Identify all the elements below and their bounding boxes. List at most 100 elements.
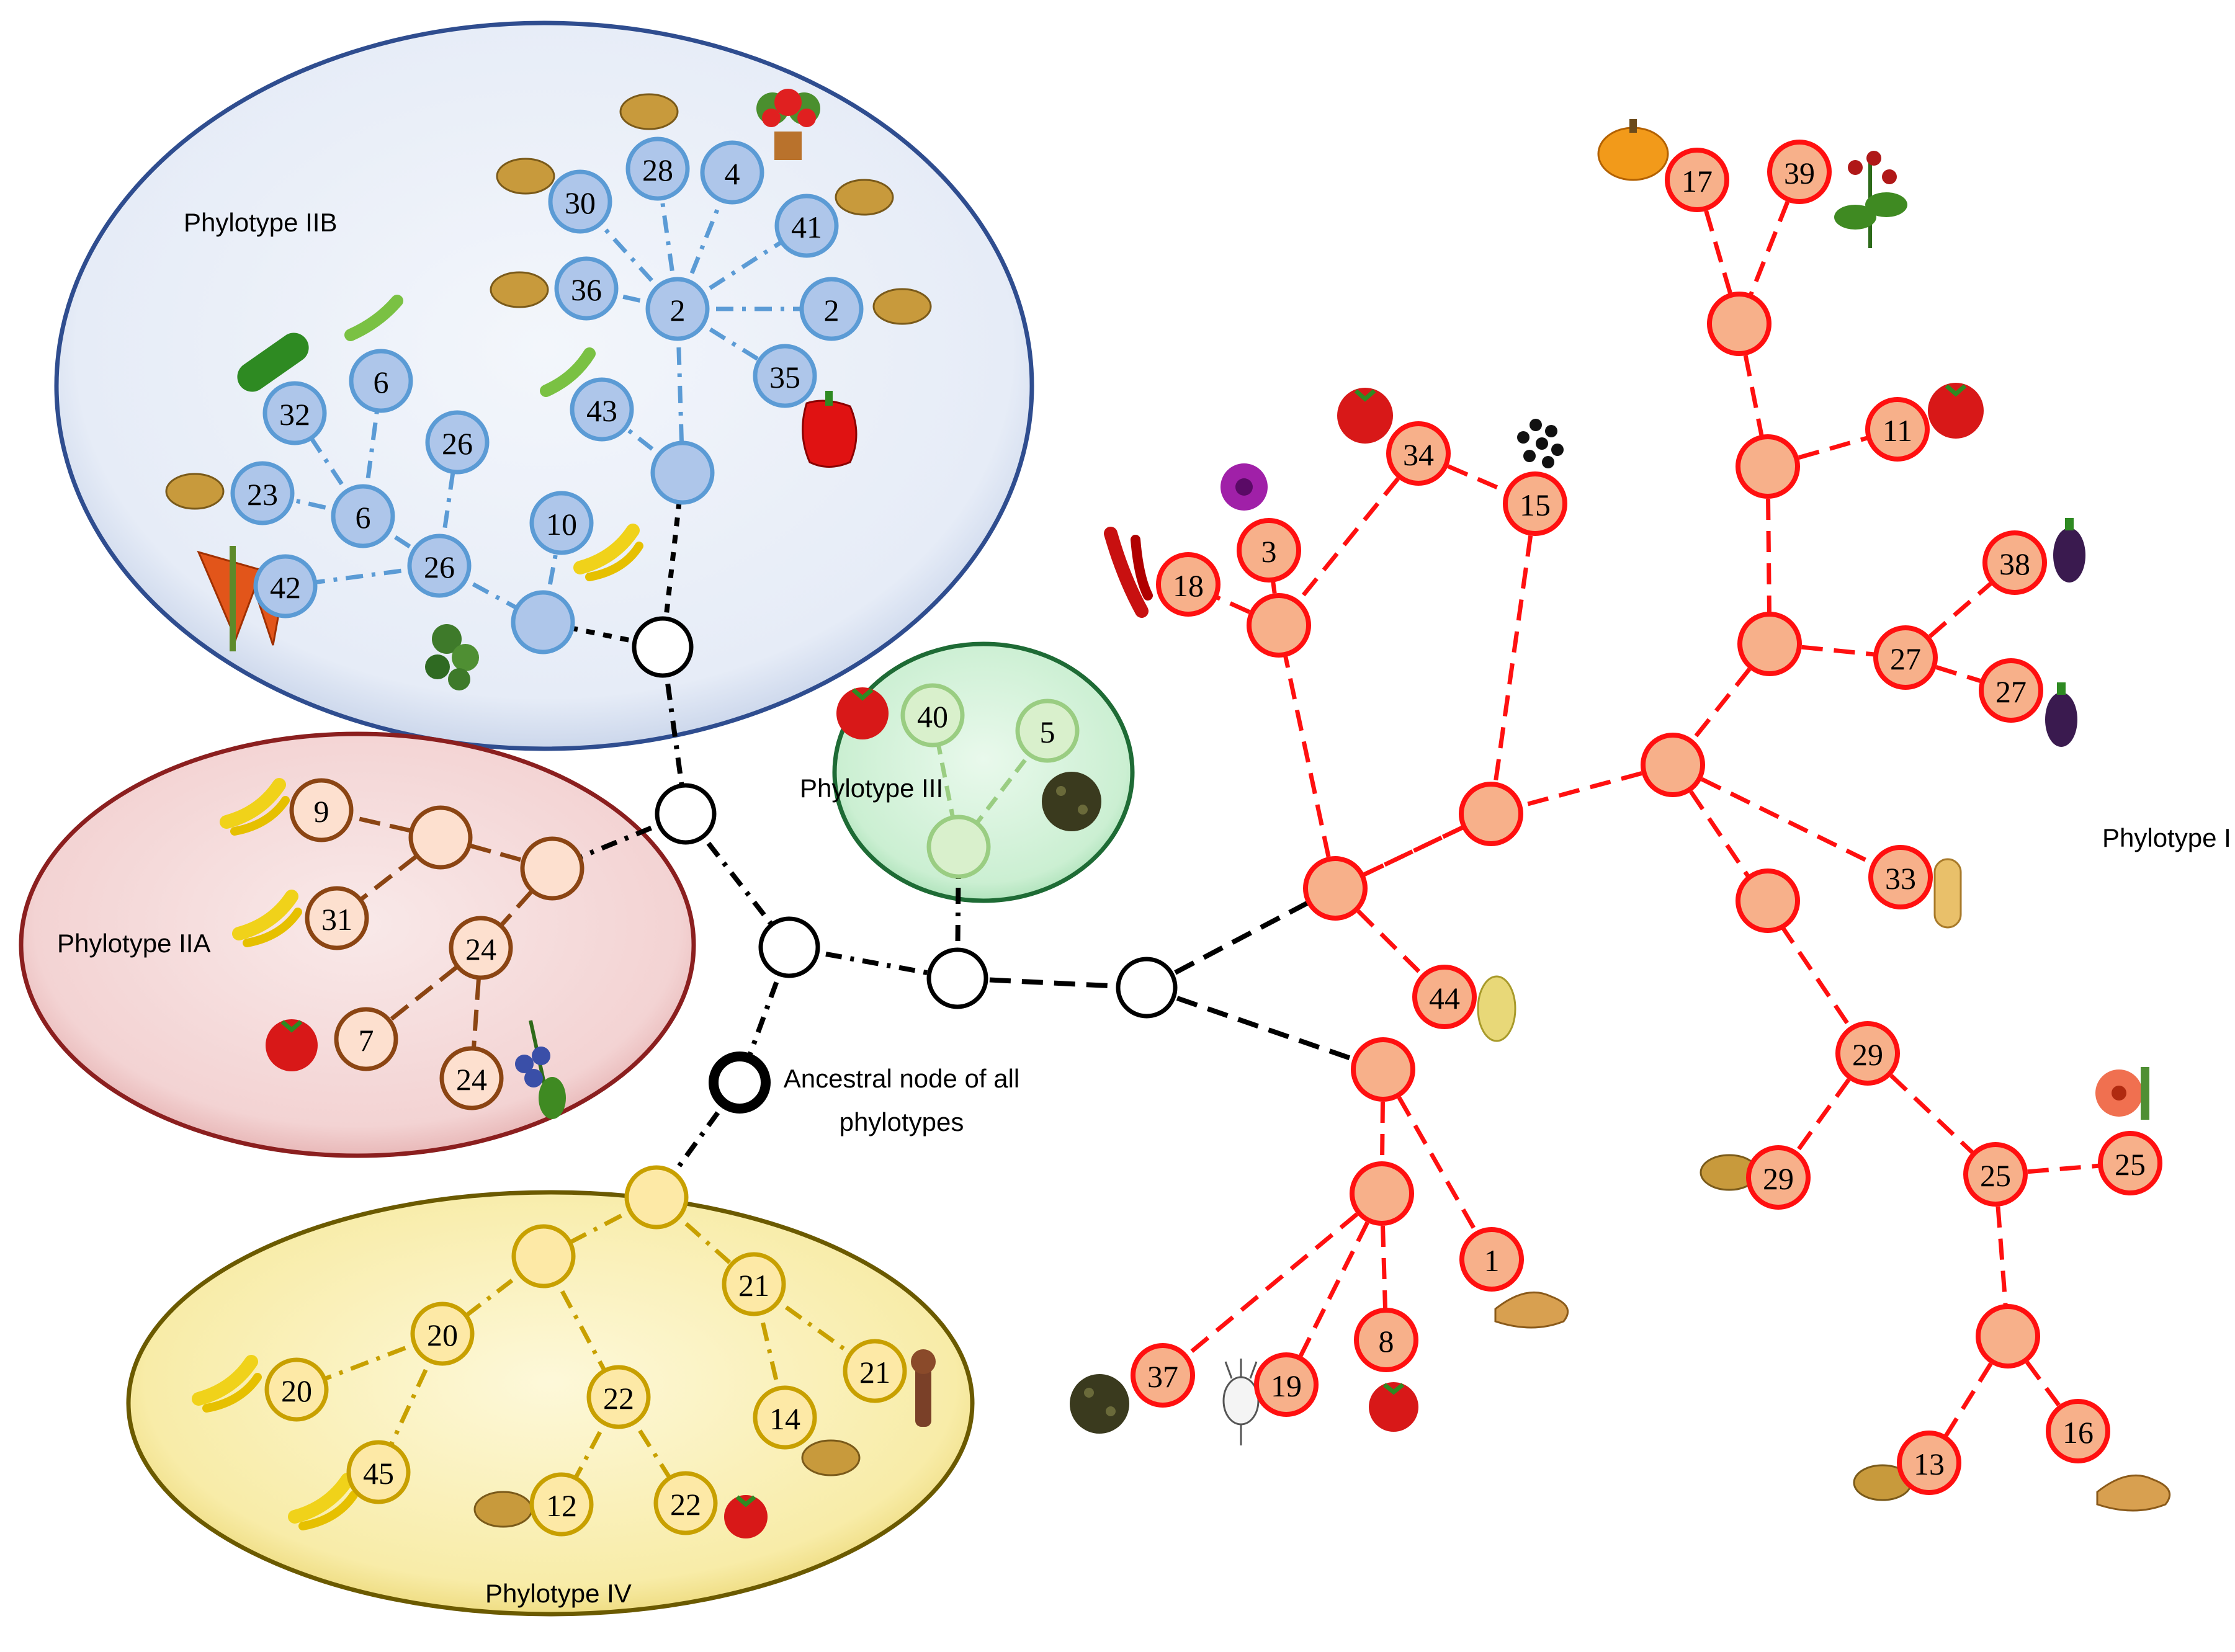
node-I-1: 1: [1459, 1227, 1524, 1292]
node-I-unlabeled: [1736, 434, 1800, 499]
purple-flower-icon: [1221, 463, 1268, 511]
banana-icon: [220, 778, 290, 836]
node-label: 6: [374, 365, 389, 400]
node-I-unlabeled: [1736, 868, 1800, 933]
pepper-icon: [802, 391, 858, 468]
backbone-node: [655, 783, 717, 845]
node-label: 21: [738, 1268, 769, 1303]
potato-icon: [490, 271, 549, 308]
node-label: 7: [359, 1023, 374, 1058]
ancestral-node-label-line1: Ancestral node of all: [784, 1064, 1020, 1093]
node-label: 5: [1040, 715, 1055, 749]
edge-I: [1333, 886, 1446, 999]
node-I-13: 13: [1897, 1431, 1961, 1495]
backbone-node: [926, 947, 988, 1009]
banana-icon: [232, 890, 302, 947]
herb-icon: [425, 624, 479, 690]
node-IIB-2: 2: [645, 277, 710, 341]
edge-I: [1927, 1335, 2010, 1464]
node-I-39: 39: [1767, 140, 1832, 204]
potato-icon: [165, 473, 225, 510]
node-I-29: 29: [1835, 1021, 1900, 1086]
node-IIA-24: 24: [439, 1046, 504, 1110]
node-I-16: 16: [2046, 1399, 2110, 1463]
edge-I: [1695, 179, 1742, 324]
node-I-34: 34: [1386, 421, 1451, 486]
tomato-icon: [836, 687, 889, 739]
node-label: 14: [769, 1401, 800, 1436]
edge-I: [1672, 762, 1902, 880]
node-label: 42: [270, 570, 301, 605]
ancestral-node-label-line2: phylotypes: [840, 1107, 964, 1136]
node-IIB-unlabeled: [650, 440, 715, 505]
node-label: 20: [427, 1318, 458, 1352]
node-label: 29: [1852, 1037, 1883, 1072]
node-I-18: 18: [1156, 552, 1221, 617]
potato-icon: [496, 158, 555, 195]
tomato-icon: [1337, 388, 1393, 444]
node-IIB-35: 35: [753, 344, 817, 408]
node-I-29: 29: [1746, 1145, 1811, 1210]
label-phylotype-IV: Phylotype IV: [485, 1579, 632, 1608]
node-label: 24: [465, 932, 496, 967]
ginger-icon: [2096, 1474, 2171, 1512]
node-IV-20: 20: [410, 1302, 475, 1366]
tomato-icon: [266, 1019, 318, 1071]
potato-icon: [872, 288, 932, 325]
node-I-25: 25: [1963, 1142, 2028, 1207]
node-label: 33: [1885, 861, 1916, 896]
tobacco-flower-icon: [1834, 151, 1907, 248]
node-label: 45: [363, 1456, 394, 1491]
node-IIB-10: 10: [529, 491, 594, 555]
node-IIB-26: 26: [425, 410, 490, 475]
node-IV-20: 20: [264, 1357, 329, 1422]
node-label: 11: [1883, 413, 1912, 448]
node-IIB-6: 6: [331, 484, 395, 548]
node-I-44: 44: [1412, 965, 1477, 1029]
edge-backbone: [1145, 985, 1384, 1072]
node-IIB-26: 26: [407, 534, 472, 598]
node-label: 39: [1784, 156, 1815, 190]
edge-backbone: [1145, 886, 1337, 990]
node-I-11: 11: [1865, 397, 1930, 462]
node-I-unlabeled: [1641, 733, 1705, 797]
node-IIB-23: 23: [230, 461, 295, 525]
hibiscus-icon: [2095, 1067, 2149, 1120]
edge-I: [1276, 625, 1338, 889]
node-IIA-unlabeled: [520, 836, 585, 901]
geranium-icon: [756, 89, 820, 160]
host-plant-icons: [165, 89, 2171, 1538]
node-label: 21: [859, 1355, 890, 1390]
node-label: 29: [1763, 1161, 1794, 1196]
tomato-icon: [1369, 1382, 1418, 1432]
node-label: 18: [1173, 568, 1204, 603]
edge-I: [1737, 323, 1770, 467]
node-I-unlabeled: [1707, 292, 1771, 356]
node-label: 40: [917, 699, 948, 734]
peanut-icon: [1933, 858, 1962, 929]
gourd-icon: [1477, 975, 1516, 1042]
node-label: 22: [603, 1381, 634, 1416]
node-III-40: 40: [900, 683, 965, 748]
ginger-icon: [1494, 1291, 1569, 1329]
node-I-unlabeled: [1459, 782, 1523, 846]
node-IIB-unlabeled: [511, 590, 575, 654]
node-IIB-36: 36: [554, 256, 619, 321]
node-label: 22: [670, 1487, 701, 1522]
node-label: 13: [1914, 1447, 1945, 1481]
node-III-unlabeled: [926, 815, 991, 879]
potato-icon: [801, 1439, 861, 1476]
seeds-icon: [1517, 419, 1564, 468]
node-I-27: 27: [1979, 658, 2043, 723]
node-label: 1: [1484, 1243, 1500, 1278]
node-I-19: 19: [1254, 1352, 1319, 1417]
node-label: 36: [571, 272, 602, 307]
node-label: 41: [791, 210, 822, 244]
green-bean-icon: [540, 347, 596, 397]
node-I-27: 27: [1873, 625, 1938, 690]
node-label: 25: [1980, 1158, 2011, 1193]
node-IIA-31: 31: [305, 886, 369, 950]
node-IIB-2: 2: [799, 277, 864, 341]
banana-icon: [288, 1473, 358, 1530]
